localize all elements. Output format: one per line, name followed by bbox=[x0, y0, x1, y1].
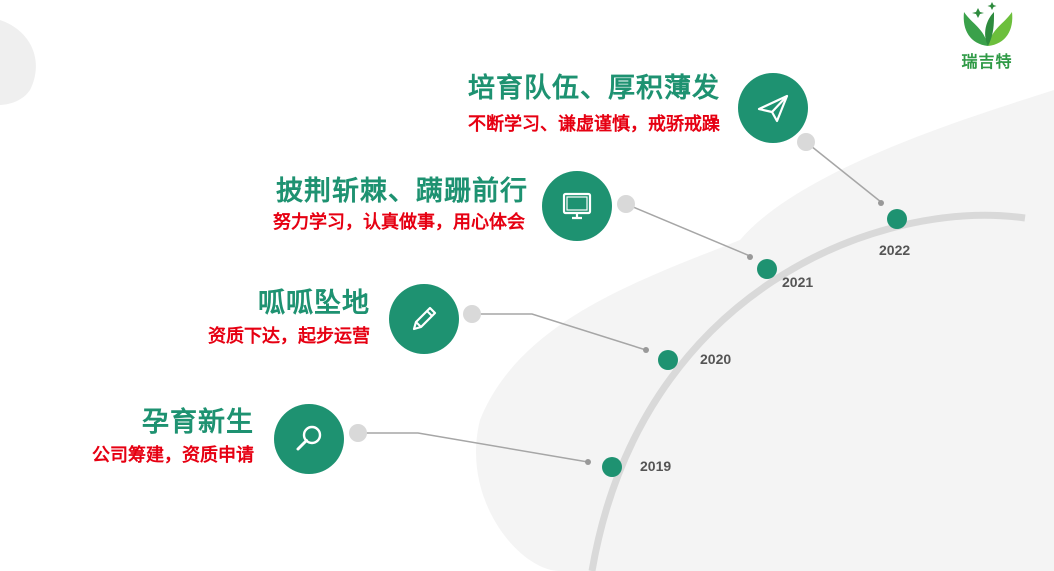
connector-2020-tip bbox=[643, 347, 649, 353]
milestone-subtitle-2019: 公司筹建，资质申请 bbox=[92, 445, 254, 466]
connector-2022 bbox=[805, 141, 882, 203]
milestone-subtitle-2020: 资质下达，起步运营 bbox=[208, 326, 370, 347]
milestone-year-2021: 2021 bbox=[782, 274, 814, 290]
monitor-icon bbox=[562, 192, 592, 220]
milestone-year-2020: 2020 bbox=[700, 351, 732, 367]
milestone-dot-2022 bbox=[887, 209, 907, 229]
milestone-dot-2019 bbox=[602, 457, 622, 477]
paper-plane-icon bbox=[757, 94, 789, 123]
connector-2021-end-dot bbox=[617, 195, 635, 213]
milestone-icon-2020 bbox=[389, 284, 459, 354]
milestone-icon-2022 bbox=[738, 73, 808, 143]
milestone-year-2022: 2022 bbox=[879, 242, 911, 258]
background-blob bbox=[476, 90, 1054, 571]
milestone-title-2019: 孕育新生 bbox=[142, 407, 254, 438]
milestone-subtitle-2022: 不断学习、谦虚谨慎，戒骄戒躁 bbox=[468, 114, 720, 135]
milestone-dot-2020 bbox=[658, 350, 678, 370]
milestone-subtitle-2021: 努力学习，认真做事，用心体会 bbox=[273, 212, 525, 233]
milestone-year-2019: 2019 bbox=[640, 458, 672, 474]
milestone-dot-2021 bbox=[757, 259, 777, 279]
logo-text: 瑞吉特 bbox=[961, 52, 1013, 71]
leaf-logo-icon bbox=[963, 2, 1013, 46]
connector-2019-tip bbox=[585, 459, 591, 465]
connector-2020-end-dot bbox=[463, 305, 481, 323]
milestone-icon-2019 bbox=[274, 404, 344, 474]
timeline-arc bbox=[588, 211, 1026, 571]
milestone-title-2022: 培育队伍、厚积薄发 bbox=[468, 73, 720, 104]
pencil-icon bbox=[412, 306, 437, 331]
connector-2022-end-dot bbox=[797, 133, 815, 151]
connector-2021-tip bbox=[747, 254, 753, 260]
connector-2019 bbox=[358, 432, 589, 463]
magnifier-icon bbox=[296, 425, 322, 451]
milestone-icon-2021 bbox=[542, 171, 612, 241]
milestone-title-2021: 披荆斩棘、蹒跚前行 bbox=[276, 176, 528, 207]
connector-2021 bbox=[625, 203, 751, 257]
milestone-title-2020: 呱呱坠地 bbox=[258, 288, 370, 319]
connector-2019-end-dot bbox=[349, 424, 367, 442]
connector-2020 bbox=[472, 313, 647, 351]
connector-2022-tip bbox=[878, 200, 884, 206]
background-corner-shadow bbox=[0, 20, 36, 105]
